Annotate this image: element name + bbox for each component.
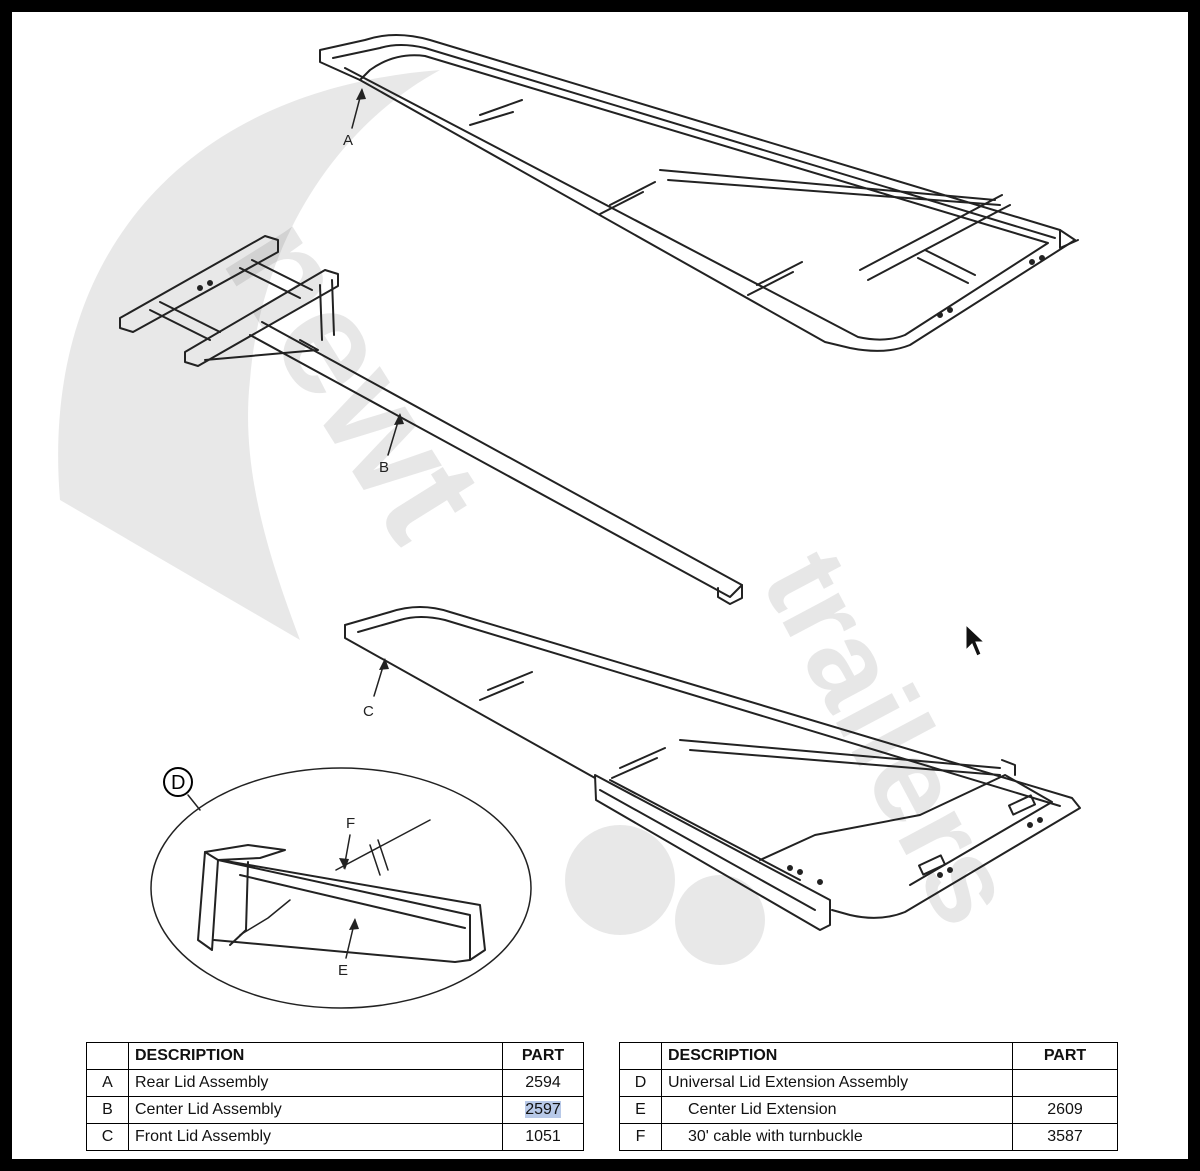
selected-part-number[interactable]: 2597: [525, 1101, 561, 1118]
exploded-parts-diagram: newt trailers: [58, 34, 1081, 1009]
row-letter: B: [86, 1096, 129, 1124]
center-lid-frame: [119, 235, 743, 605]
table-header-letter: [86, 1042, 129, 1070]
detail-d-view: [150, 767, 532, 1009]
parts-table-right: DESCRIPTION PART D Universal Lid Extensi…: [619, 1042, 1118, 1151]
table-row: A Rear Lid Assembly 2594: [86, 1069, 584, 1097]
table-header-row: DESCRIPTION PART: [619, 1042, 1118, 1070]
row-letter: A: [86, 1069, 129, 1097]
table-row: E Center Lid Extension 2609: [619, 1096, 1118, 1124]
row-letter: E: [619, 1096, 662, 1124]
row-description: Center Lid Assembly: [128, 1096, 503, 1124]
front-lid-frame: [344, 606, 1081, 931]
callout-f-label: F: [346, 815, 355, 832]
table-header-part: PART: [502, 1042, 584, 1070]
table-row: C Front Lid Assembly 1051: [86, 1123, 584, 1151]
row-description: 30' cable with turnbuckle: [661, 1123, 1013, 1151]
rear-lid-frame: [319, 34, 1079, 352]
watermark-dot: [565, 825, 675, 935]
row-description: Rear Lid Assembly: [128, 1069, 503, 1097]
row-letter: D: [619, 1069, 662, 1097]
page-frame: newt trailers: [12, 12, 1188, 1159]
watermark: newt trailers: [58, 70, 1043, 965]
callout-b-label: B: [379, 459, 389, 476]
mouse-pointer-icon: [965, 623, 986, 657]
callout-a-label: A: [343, 132, 353, 149]
row-part-number: [1012, 1069, 1118, 1097]
row-description: Front Lid Assembly: [128, 1123, 503, 1151]
row-part-number: 2594: [502, 1069, 584, 1097]
row-description: Universal Lid Extension Assembly: [661, 1069, 1013, 1097]
table-header-description: DESCRIPTION: [661, 1042, 1013, 1070]
table-row: B Center Lid Assembly 2597: [86, 1096, 584, 1124]
callout-e-label: E: [338, 962, 348, 979]
row-part-number: 3587: [1012, 1123, 1118, 1151]
row-part-number[interactable]: 2597: [502, 1096, 584, 1124]
table-row: F 30' cable with turnbuckle 3587: [619, 1123, 1118, 1151]
watermark-swoosh: [58, 70, 441, 640]
watermark-tagline: trailers: [737, 529, 1043, 945]
table-header-part: PART: [1012, 1042, 1118, 1070]
parts-table-left: DESCRIPTION PART A Rear Lid Assembly 259…: [86, 1042, 584, 1151]
callout-d-circle: [163, 767, 193, 797]
row-part-number: 1051: [502, 1123, 584, 1151]
table-row: D Universal Lid Extension Assembly: [619, 1069, 1118, 1097]
table-header-description: DESCRIPTION: [128, 1042, 503, 1070]
row-letter: F: [619, 1123, 662, 1151]
table-header-letter: [619, 1042, 662, 1070]
row-letter: C: [86, 1123, 129, 1151]
leader-arrowheads: [339, 88, 404, 930]
watermark-dot: [675, 875, 765, 965]
table-header-row: DESCRIPTION PART: [86, 1042, 584, 1070]
row-part-number: 2609: [1012, 1096, 1118, 1124]
callout-d-label: D: [171, 772, 185, 794]
row-description: Center Lid Extension: [661, 1096, 1013, 1124]
callout-c-label: C: [363, 703, 374, 720]
